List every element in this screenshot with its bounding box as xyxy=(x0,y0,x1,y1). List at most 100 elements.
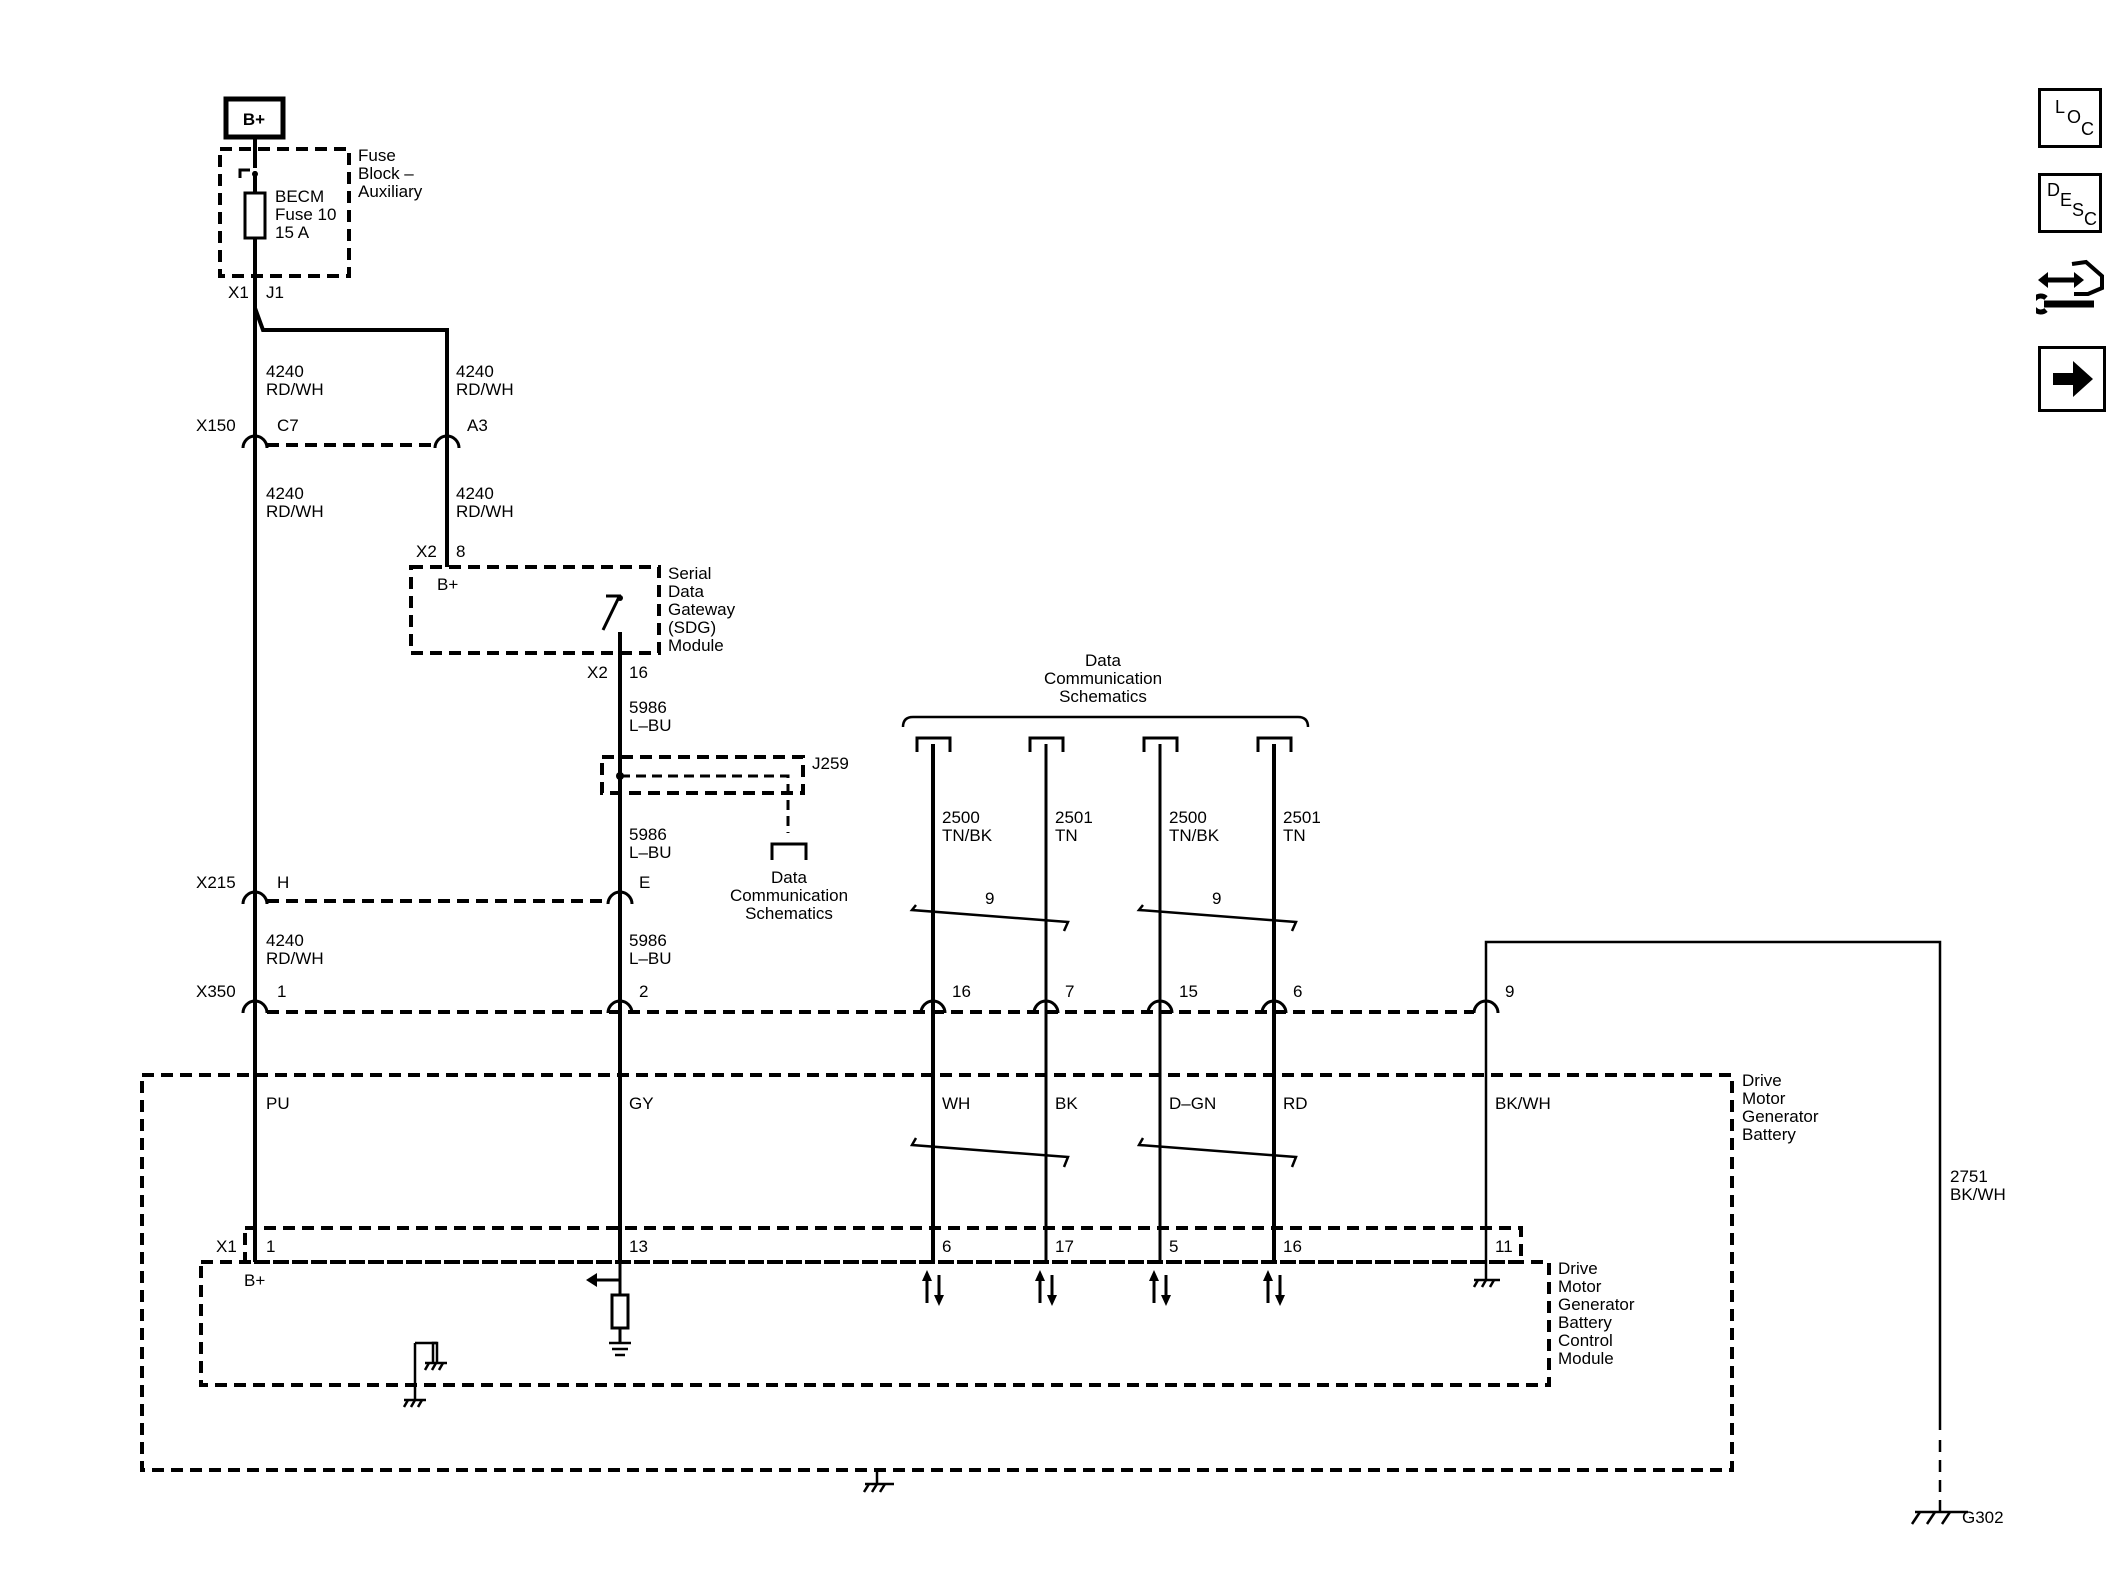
connector-x150: X150 xyxy=(196,416,236,435)
ground-g302-label: G302 xyxy=(1962,1508,2004,1527)
wire-4240-color: RD/WH xyxy=(456,502,514,521)
data-comm-top-2[interactable]: Communication xyxy=(1044,669,1162,688)
connector-x1-pin: 13 xyxy=(629,1237,648,1256)
twisted-pair-mark xyxy=(1136,1137,1298,1168)
connector-x350: X350 xyxy=(196,982,236,1001)
fuse-block-box xyxy=(218,147,351,278)
description-button[interactable]: D E S C xyxy=(2038,173,2102,233)
loc-letter-c: C xyxy=(2081,119,2094,139)
control-module-bplus: B+ xyxy=(244,1271,265,1290)
twisted-pair-mark xyxy=(909,1137,1070,1168)
wire-5986-label: 5986 xyxy=(629,825,667,844)
connector-x350-pin: 7 xyxy=(1065,982,1074,1001)
connector-x1-pin: 5 xyxy=(1169,1237,1178,1256)
sdg-module-bplus: B+ xyxy=(437,575,458,594)
sdg-module-box xyxy=(409,565,661,655)
twisted-pair-mark xyxy=(1136,904,1298,932)
connector-x215-pin-e: E xyxy=(639,873,650,892)
connector-x350-pin: 15 xyxy=(1179,982,1198,1001)
sdg-module-title-3: Gateway xyxy=(668,600,736,619)
battery-title-2: Motor xyxy=(1742,1089,1786,1108)
connector-x215: X215 xyxy=(196,873,236,892)
connector-x2-pin-8: 8 xyxy=(456,542,465,561)
wire-4240-color: RD/WH xyxy=(266,380,324,399)
desc-letter-s: S xyxy=(2072,200,2085,220)
wire-2500-color: TN/BK xyxy=(942,826,993,845)
connector-x1-pin: 17 xyxy=(1055,1237,1074,1256)
connector-x350-symbols xyxy=(241,999,1500,1014)
control-module-title-4: Battery xyxy=(1558,1313,1612,1332)
location-button[interactable]: L O C xyxy=(2038,88,2102,148)
connector-x1-pin: 11 xyxy=(1495,1237,1513,1256)
desc-letter-c: C xyxy=(2084,209,2097,229)
wire-4240-label: 4240 xyxy=(266,484,304,503)
internal-wire-color: BK xyxy=(1055,1094,1078,1113)
connector-x150-pin-a3: A3 xyxy=(467,416,488,435)
wire-4240-color: RD/WH xyxy=(456,380,514,399)
internal-wire-color: RD xyxy=(1283,1094,1308,1113)
wire-2500-color-2: TN/BK xyxy=(1169,826,1220,845)
internal-wire-color: PU xyxy=(266,1094,290,1113)
fuse-block-pin-j1: J1 xyxy=(266,283,284,302)
fuse-block-title-2: Block – xyxy=(358,164,414,183)
twist-count-label: 9 xyxy=(985,889,994,908)
battery-title-1: Drive xyxy=(1742,1071,1782,1090)
wire-4240-label: 4240 xyxy=(456,362,494,381)
next-arrow-icon xyxy=(2053,361,2093,397)
connector-x2-bottom: X2 xyxy=(587,663,608,682)
sdg-module-title-2: Data xyxy=(668,582,704,601)
module-ground-11 xyxy=(1472,1262,1500,1288)
fuse-block-title-1: Fuse xyxy=(358,146,396,165)
data-comm-top-1[interactable]: Data xyxy=(1085,651,1121,670)
connector-x215-pin-h: H xyxy=(277,873,289,892)
wire-2751-label: 2751 xyxy=(1950,1167,1988,1186)
battery-chassis-ground xyxy=(862,1470,894,1493)
wire-4240-label: 4240 xyxy=(456,484,494,503)
wire-2751-color: BK/WH xyxy=(1950,1185,2006,1204)
control-module-box xyxy=(199,1260,1551,1387)
j259-data-comm-2[interactable]: Communication xyxy=(730,886,848,905)
wire-5986-label: 5986 xyxy=(629,698,667,717)
connector-x1: X1 xyxy=(216,1237,237,1256)
data-comm-top-3[interactable]: Schematics xyxy=(1059,687,1147,706)
j259-data-comm-3[interactable]: Schematics xyxy=(745,904,833,923)
desc-letter-e: E xyxy=(2060,190,2073,210)
wire-5986-label: 5986 xyxy=(629,931,667,950)
sdg-module-title-1: Serial xyxy=(668,564,711,583)
control-module-title-1: Drive xyxy=(1558,1259,1598,1278)
wire-5986-color: L–BU xyxy=(629,949,672,968)
fuse-name-line1: BECM xyxy=(275,187,324,206)
gy-input-circuit xyxy=(586,1262,631,1357)
fuse-block-title-3: Auxiliary xyxy=(358,182,423,201)
wire-2501-label-2: 2501 xyxy=(1283,808,1321,827)
wire-4240-color: RD/WH xyxy=(266,949,324,968)
j259-data-comm-1[interactable]: Data xyxy=(771,868,807,887)
connector-x1-pin: 1 xyxy=(266,1237,275,1256)
wire-5986-color: L–BU xyxy=(629,716,672,735)
data-comm-bracket xyxy=(901,715,1310,728)
sdg-module-title-4: (SDG) xyxy=(668,618,716,637)
connector-x350-pin: 1 xyxy=(277,982,286,1001)
wire-4240-color: RD/WH xyxy=(266,502,324,521)
connector-x350-pin: 2 xyxy=(639,982,648,1001)
wire-4240-label: 4240 xyxy=(266,362,304,381)
control-module-title-3: Generator xyxy=(1558,1295,1635,1314)
internal-wire-color: BK/WH xyxy=(1495,1094,1551,1113)
connector-x1-pin: 6 xyxy=(942,1237,951,1256)
wire-2501-label: 2501 xyxy=(1055,808,1093,827)
next-arrow-button[interactable] xyxy=(2038,346,2106,412)
sdg-switch xyxy=(601,594,621,631)
fuse-rating: 15 A xyxy=(275,223,310,242)
connector-x1-pin: 16 xyxy=(1283,1237,1302,1256)
control-module-title-2: Motor xyxy=(1558,1277,1602,1296)
connector-x350-pin: 16 xyxy=(952,982,971,1001)
connector-x350-pin: 6 xyxy=(1293,982,1302,1001)
connector-x2-top: X2 xyxy=(416,542,437,561)
battery-positive-label: B+ xyxy=(243,110,265,129)
connector-view-icon[interactable] xyxy=(2030,258,2106,324)
internal-wire-color: D–GN xyxy=(1169,1094,1216,1113)
connector-x1-box xyxy=(243,1226,1523,1264)
wire-2751 xyxy=(1484,940,1942,1430)
connector-x2-pin-16: 16 xyxy=(629,663,648,682)
